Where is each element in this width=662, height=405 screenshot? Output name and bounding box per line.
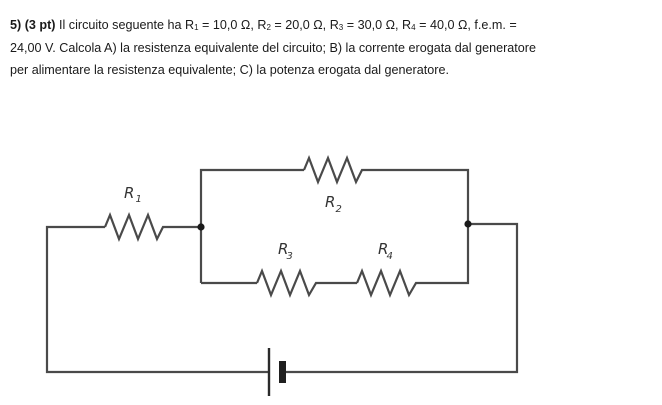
r4-label: R4 bbox=[378, 240, 393, 262]
r4-value: = 40,0 Ω, f.e.m. = bbox=[415, 18, 517, 32]
junction-node-left bbox=[197, 223, 205, 231]
wire-right bbox=[284, 222, 519, 374]
r2-value: = 20,0 Ω, bbox=[270, 18, 330, 32]
resistor-r3 bbox=[255, 268, 357, 298]
r2-subscript: 2 bbox=[266, 23, 271, 32]
problem-points: (3 pt) bbox=[24, 18, 56, 32]
r3-label: R3 bbox=[278, 240, 293, 262]
resistor-r4 bbox=[355, 224, 470, 298]
problem-number: 5) bbox=[10, 18, 22, 32]
r1-label: R1 bbox=[124, 184, 142, 205]
r2-symbol: R bbox=[257, 18, 267, 32]
r1-subscript: 1 bbox=[194, 23, 199, 32]
r1-value: = 10,0 Ω, bbox=[198, 18, 258, 32]
r4-symbol: R bbox=[402, 18, 412, 32]
problem-line-2: 24,00 V. Calcola A) la resistenza equiva… bbox=[10, 40, 536, 55]
resistor-r1 bbox=[103, 212, 201, 242]
r3-symbol: R bbox=[329, 18, 339, 32]
problem-line-1: 5) (3 pt) Il circuito seguente ha R1 = 1… bbox=[10, 14, 655, 37]
resistor-r2 bbox=[302, 155, 470, 224]
r2-label: R2 bbox=[325, 193, 342, 215]
problem-statement: 5) (3 pt) Il circuito seguente ha R1 = 1… bbox=[10, 14, 655, 82]
r4-subscript: 4 bbox=[411, 23, 416, 32]
r3-value: = 30,0 Ω, bbox=[343, 18, 403, 32]
r1-symbol: R bbox=[185, 18, 195, 32]
wire-left bbox=[45, 225, 269, 374]
r3-subscript: 3 bbox=[338, 23, 344, 32]
battery-icon bbox=[267, 348, 286, 396]
problem-line-3: per alimentare la resistenza equivalente… bbox=[10, 63, 449, 77]
wire-upper-branch bbox=[199, 168, 304, 283]
intro-text: Il circuito seguente ha bbox=[58, 18, 185, 32]
junction-node-right bbox=[464, 220, 472, 228]
